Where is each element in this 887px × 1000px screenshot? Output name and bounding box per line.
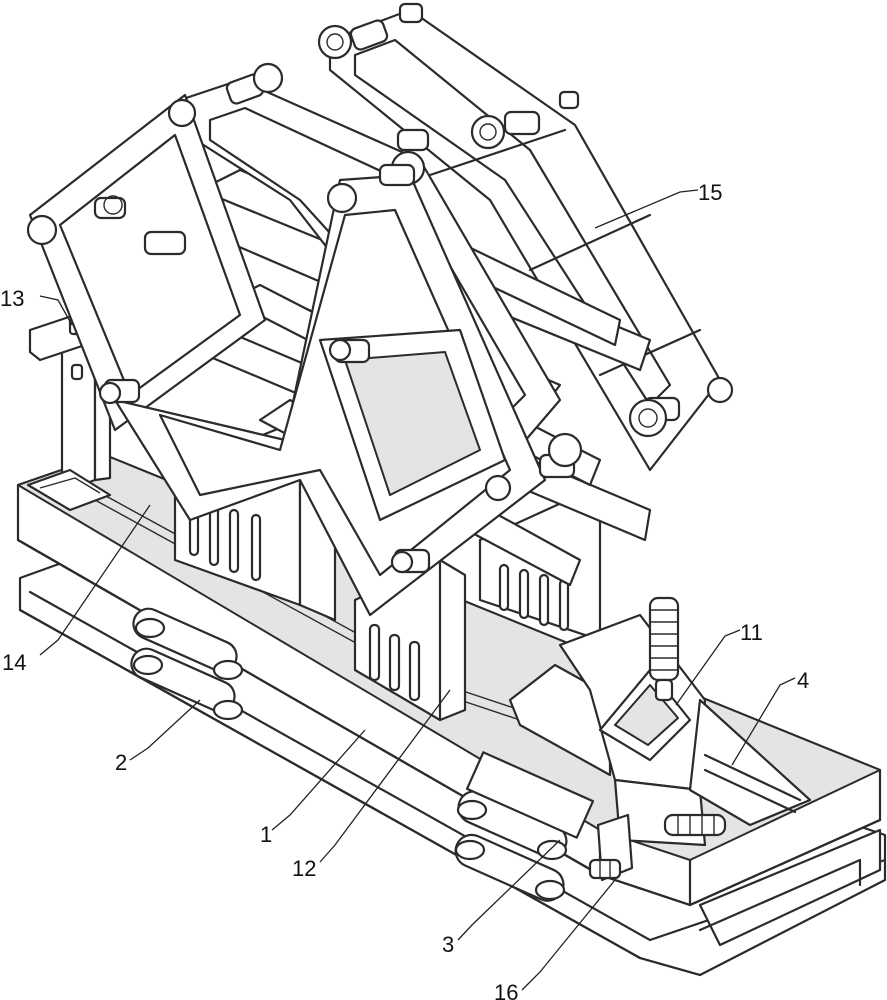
label-11: 11 [740, 620, 763, 645]
label-13: 14 [2, 650, 26, 675]
clamp-screw [588, 813, 634, 882]
right-frame-box [688, 698, 812, 827]
spring-bolts [26, 2, 734, 574]
spring-bolt-6 [470, 110, 541, 150]
label-4: 4 [797, 668, 809, 693]
label-3: 3 [442, 932, 454, 957]
spring-bolt-3 [398, 2, 424, 24]
label-2: 2 [115, 750, 127, 775]
label-14: 13 [0, 286, 24, 311]
label-15: 15 [698, 180, 722, 205]
vertical-spring-rod [648, 596, 680, 702]
spring-bolt-8 [26, 214, 187, 256]
spring-bolt-5 [326, 163, 416, 214]
label-1: 1 [260, 822, 272, 847]
callout-labels: 13 14 2 1 12 3 16 15 11 4 [0, 180, 809, 1000]
horizontal-springs [663, 813, 727, 837]
spring-bolt-14 [167, 98, 734, 404]
spring-bolt-7 [558, 90, 580, 110]
link-plates-right [454, 751, 595, 902]
spring-bolt-9 [98, 378, 141, 405]
spring-bolt-11 [484, 432, 583, 502]
spring-bolt-12 [390, 548, 431, 574]
spring-bolt-1 [225, 62, 284, 105]
spring-bolt-2 [317, 19, 389, 60]
leader-lines [39, 189, 796, 991]
spring-bolt-13 [628, 396, 681, 438]
link-plates-left [130, 607, 244, 721]
label-16: 16 [494, 980, 518, 1000]
spring-bolt-10 [328, 338, 371, 364]
label-12: 12 [292, 856, 316, 881]
rotating-frame-front [28, 93, 547, 617]
spring-bolt-15 [93, 195, 127, 220]
